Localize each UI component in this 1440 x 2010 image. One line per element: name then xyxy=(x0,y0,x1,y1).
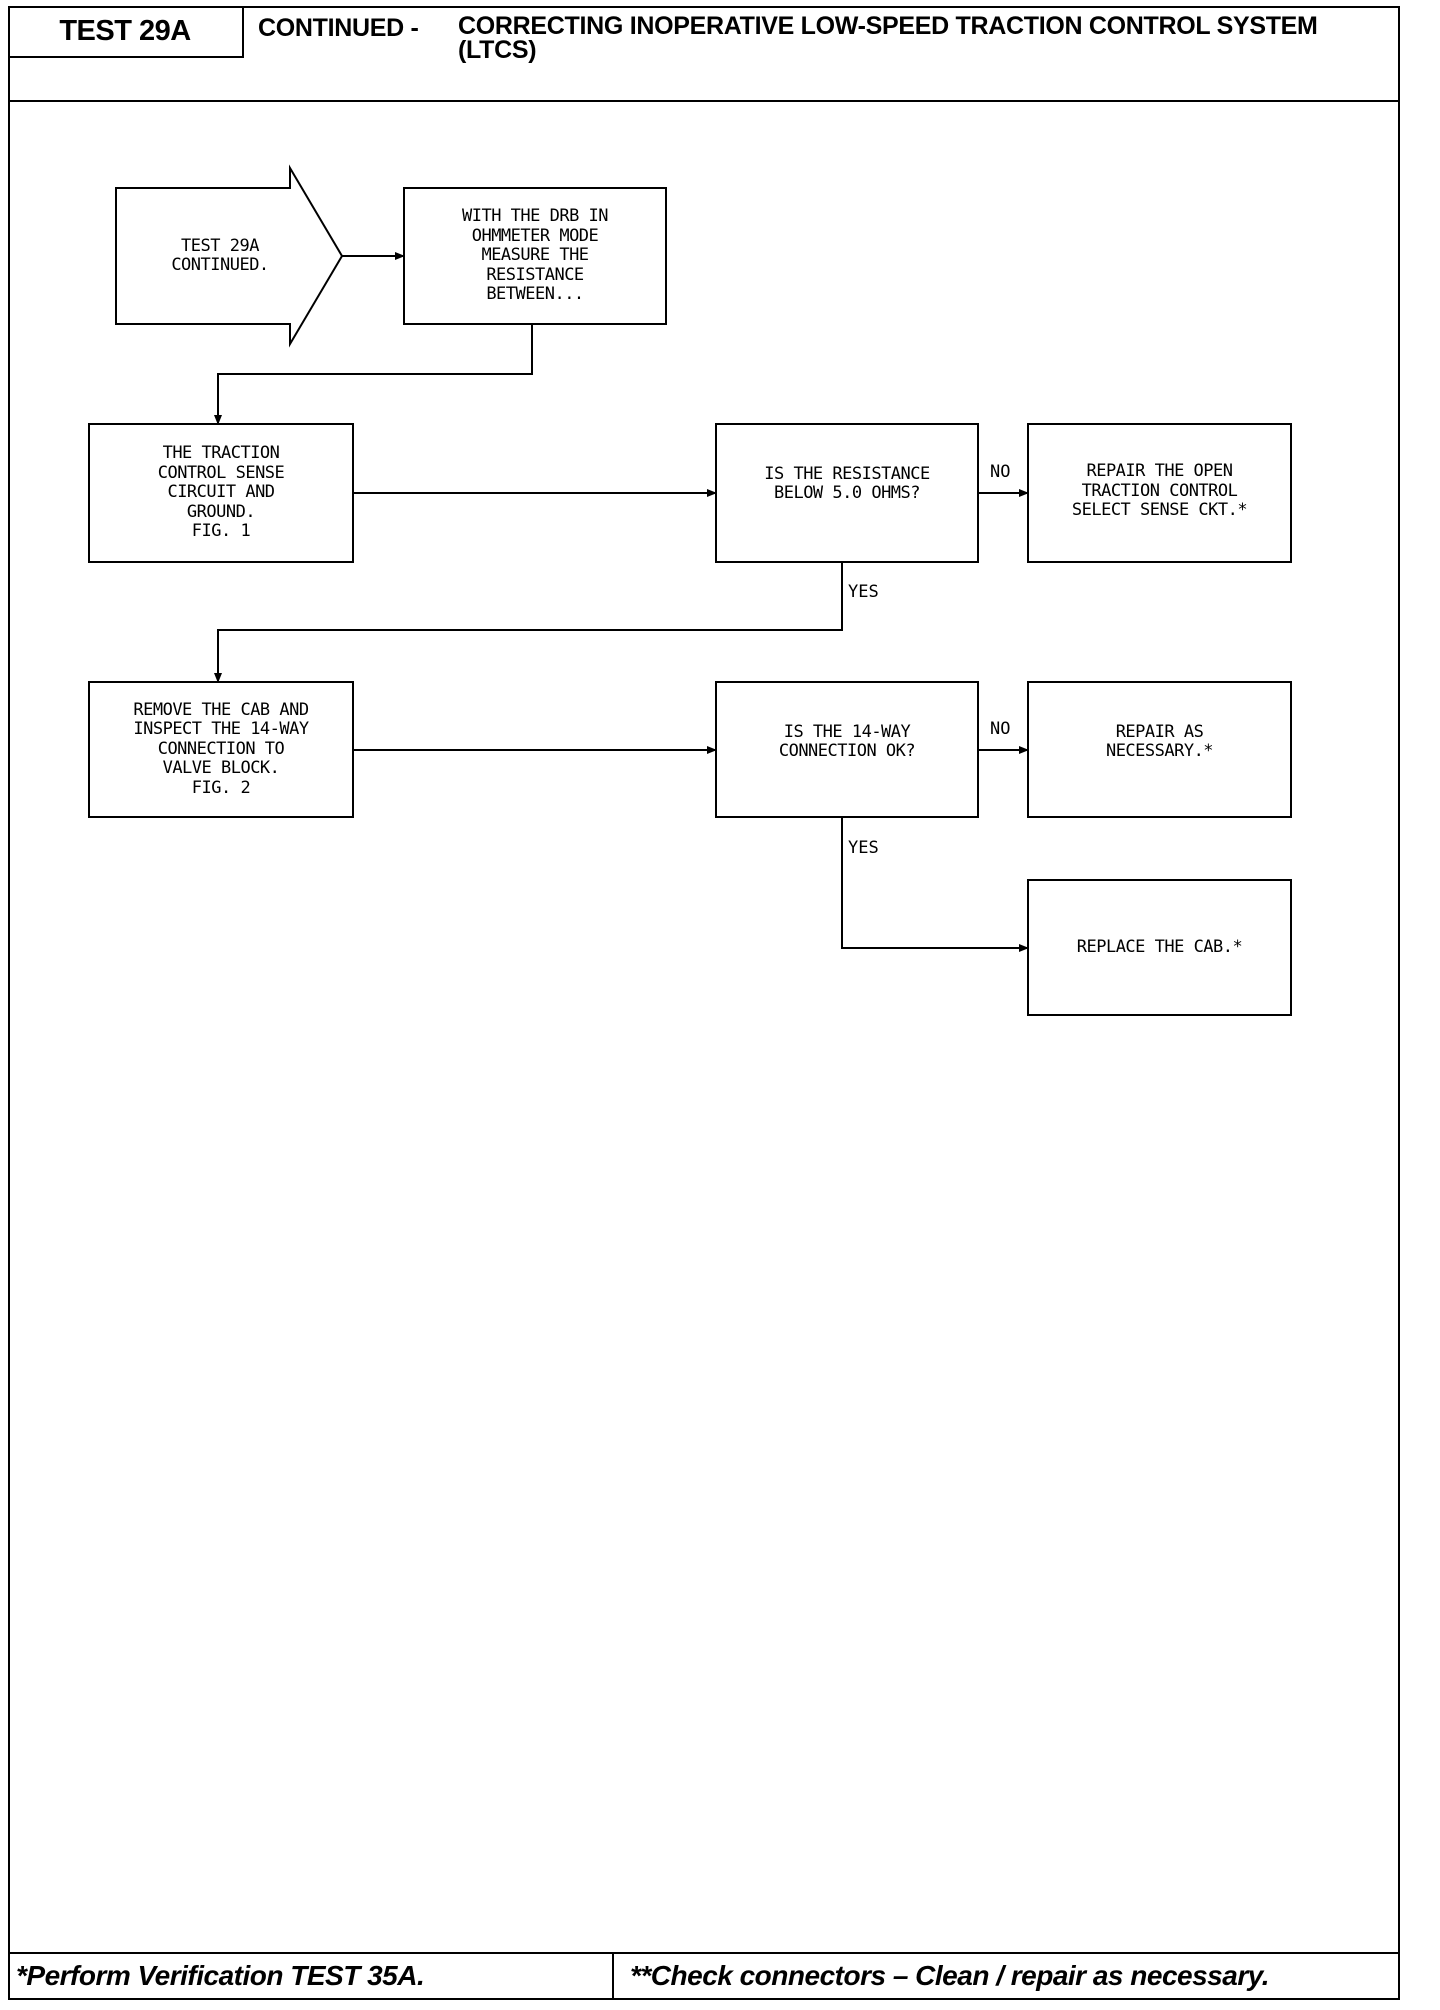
no-label: NO xyxy=(990,719,1011,739)
test-number-label: TEST 29A xyxy=(8,6,244,58)
repair-open-box: REPAIR THE OPEN TRACTION CONTROL SELECT … xyxy=(1071,461,1248,520)
page-frame xyxy=(8,6,1400,2000)
footer-divider xyxy=(8,1952,1400,1954)
header-divider xyxy=(8,100,1400,102)
yes-label: YES xyxy=(848,838,879,858)
q-resistance-box: IS THE RESISTANCE BELOW 5.0 OHMS? xyxy=(764,463,930,503)
connector-measure-to-sense xyxy=(214,324,533,425)
footer-connector-note: **Check connectors – Clean / repair as n… xyxy=(630,1960,1270,1991)
replace-cab-box: REPLACE THE CAB.* xyxy=(1076,936,1243,957)
start-arrow-shape xyxy=(115,164,344,348)
page-title: CORRECTING INOPERATIVE LOW-SPEED TRACTIO… xyxy=(458,12,1318,64)
connector-connection-yes xyxy=(841,817,1029,952)
header-continued: CONTINUED - xyxy=(258,14,419,42)
footer-column-divider xyxy=(612,1952,614,2000)
yes-label: YES xyxy=(848,582,879,602)
measure-box: WITH THE DRB IN OHMMETER MODE MEASURE TH… xyxy=(461,206,609,305)
sense-circuit-box: THE TRACTION CONTROL SENSE CIRCUIT AND G… xyxy=(157,443,285,542)
q-connection-box: IS THE 14-WAY CONNECTION OK? xyxy=(778,721,916,761)
footer-verification-note: *Perform Verification TEST 35A. xyxy=(16,1960,425,1991)
remove-cab-box: REMOVE THE CAB AND INSPECT THE 14-WAY CO… xyxy=(133,699,309,798)
no-label: NO xyxy=(990,462,1011,482)
connector-question-yes xyxy=(214,562,843,683)
start-box: TEST 29A CONTINUED. xyxy=(171,235,269,275)
repair-as-necessary-box: REPAIR AS NECESSARY.* xyxy=(1105,721,1214,761)
